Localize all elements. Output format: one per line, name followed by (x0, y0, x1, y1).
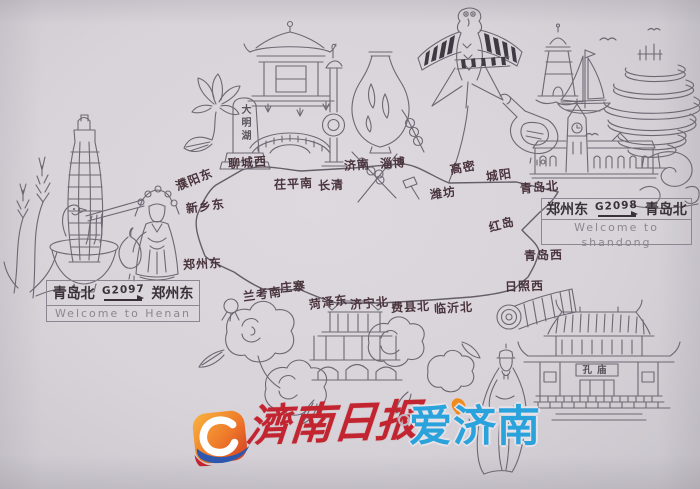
destination-station: 青岛北 (644, 202, 687, 218)
eagle-kite-icon (417, 7, 523, 183)
confucius-temple-plaque-label: 孔庙 (582, 365, 612, 376)
goose-icon (61, 204, 87, 237)
train-ticket-g2097: 青岛北 G2097 郑州东 Welcome to Henan (46, 280, 200, 322)
train-ticket-g2098: 郑州东 G2098 青岛北 Welcome to shandong (541, 198, 692, 249)
beer-bottle-icon (499, 93, 559, 166)
origin-station: 郑州东 (546, 202, 589, 218)
app-wordmark: 爱济南 (409, 402, 541, 452)
welcome-text: Welcome to shandong (542, 219, 691, 250)
station-label: 济宁北 (349, 294, 390, 312)
station-label: 城阳 (485, 166, 513, 184)
station-label: 临沂北 (433, 299, 474, 316)
lighthouse-icon (535, 23, 581, 106)
wheat-icon (3, 156, 67, 299)
daminghu-stele-label: 大明湖 (239, 104, 250, 143)
lotus-icon (183, 73, 241, 153)
newspaper-wordmark: 濟南日报 (244, 395, 422, 453)
route-line (195, 163, 560, 304)
bamboo-scroll-icon (496, 288, 577, 330)
bbq-skewers-icon (351, 109, 425, 203)
vase-icon (351, 51, 410, 154)
jinan-daily-logo-icon (192, 410, 249, 467)
station-label: 济南 (343, 157, 371, 173)
spring-symbol-sculpture-icon (321, 43, 347, 167)
arrow-icon (597, 210, 638, 217)
welcome-text: Welcome to Henan (47, 305, 199, 321)
train-route-row: 青岛北 G2097 郑州东 (47, 281, 199, 305)
station-label: 潍坊 (429, 184, 457, 202)
bridge-icon (249, 132, 331, 154)
confucius-temple-icon (517, 299, 681, 421)
stele-icon (219, 97, 271, 170)
hammer-icon (402, 176, 420, 200)
station-label: 费县北 (390, 298, 431, 315)
qingdao-station-icon (529, 98, 659, 179)
destination-station: 郑州东 (151, 286, 194, 302)
sailboat-icon (557, 49, 611, 114)
garden-gate-icon (309, 300, 403, 381)
pavilion-icon (243, 20, 337, 117)
station-label: 日照西 (504, 278, 545, 294)
noodle-bowl-icon (49, 199, 145, 293)
station-label: 淄博 (379, 155, 407, 171)
station-label: 青岛北 (519, 178, 560, 196)
logo-dot-icon (398, 414, 410, 426)
station-label: 聊城西 (227, 154, 268, 171)
confucius-figure-icon (468, 343, 527, 475)
pagoda-icon (67, 114, 104, 263)
train-route-row: 郑州东 G2098 青岛北 (542, 199, 691, 219)
opera-figure-icon (132, 185, 180, 281)
origin-station: 青岛北 (52, 286, 95, 302)
may-wind-sculpture-icon (603, 43, 700, 169)
arrow-icon (104, 294, 144, 301)
station-label: 郑州东 (182, 255, 223, 272)
station-label: 茌平南 (273, 175, 314, 192)
peony-flowers-icon (198, 298, 481, 425)
seagull-icon (585, 27, 661, 136)
station-label: 庄寨 (279, 278, 307, 295)
station-label: 长清 (317, 177, 345, 193)
